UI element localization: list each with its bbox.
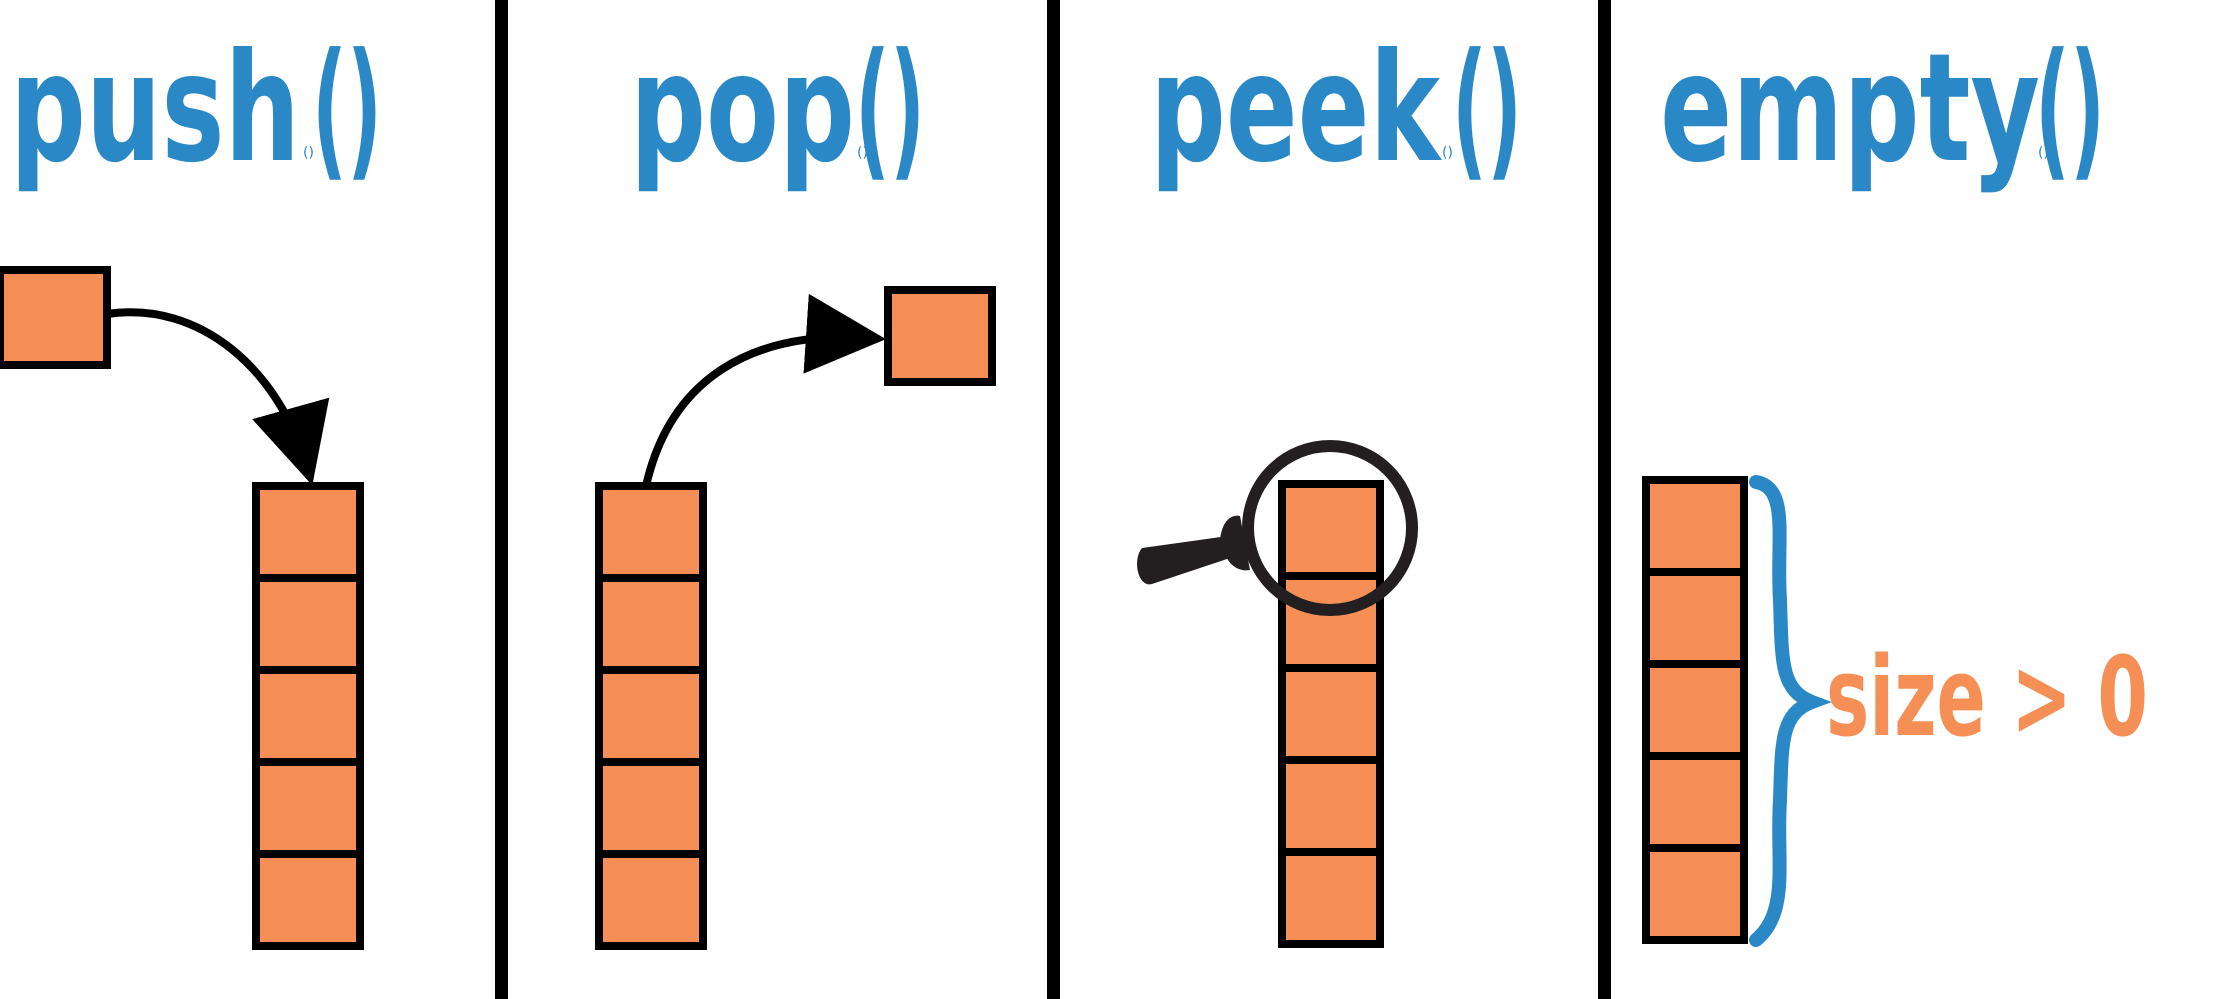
- empty-title-tiny-paren: (): [2038, 145, 2049, 161]
- stack-cell: [1642, 568, 1748, 668]
- pop-outgoing-item: [884, 286, 996, 386]
- stack-cell: [252, 666, 364, 766]
- stack-cell: [252, 850, 364, 950]
- stack-cell: [1642, 752, 1748, 852]
- stack-cell: [1642, 476, 1748, 576]
- empty-stack: [1642, 476, 1748, 944]
- pop-title: pop: [630, 22, 855, 196]
- separator-1: [495, 0, 508, 999]
- separator-3: [1598, 0, 1611, 999]
- peek-stack: [1278, 480, 1384, 948]
- empty-title: empty: [1660, 22, 2040, 196]
- stack-cell: [1642, 660, 1748, 760]
- pop-stack: [595, 482, 707, 950]
- stack-cell: [595, 666, 707, 766]
- stack-cell: [1278, 572, 1384, 672]
- push-incoming-item: [0, 266, 111, 369]
- stack-cell: [1278, 848, 1384, 948]
- panel-peek: peek () (): [1137, 22, 1522, 948]
- push-title-tiny-paren: (): [303, 145, 314, 161]
- brace-icon: [1749, 475, 1832, 947]
- stack-cell: [595, 758, 707, 858]
- arrow-icon: [106, 308, 330, 486]
- stack-cell: [1642, 844, 1748, 944]
- pop-title-tiny-paren: (): [857, 145, 868, 161]
- stack-cell: [252, 482, 364, 582]
- panel-push: push () (): [0, 22, 382, 950]
- push-title-paren: (): [312, 22, 382, 196]
- stack-cell: [252, 574, 364, 674]
- stack-cell: [1278, 664, 1384, 764]
- arrow-icon: [642, 293, 886, 487]
- peek-title-tiny-paren: (): [1442, 145, 1453, 161]
- peek-title-paren: (): [1452, 22, 1522, 196]
- peek-title: peek: [1150, 22, 1442, 196]
- size-condition-label: size > 0: [1826, 633, 2148, 761]
- separator-2: [1047, 0, 1060, 999]
- stack-cell: [595, 850, 707, 950]
- stack-cell: [595, 574, 707, 674]
- empty-title-paren: (): [2035, 22, 2105, 196]
- panel-pop: pop () (): [595, 22, 996, 950]
- push-stack: [252, 482, 364, 950]
- panel-empty: empty () () size > 0: [1642, 22, 2148, 947]
- pop-title-paren: (): [855, 22, 925, 196]
- push-title: push: [10, 22, 300, 196]
- stack-cell: [595, 482, 707, 582]
- magnifier-icon: [1137, 440, 1418, 616]
- stack-cell: [1278, 480, 1384, 580]
- stack-cell: [1278, 756, 1384, 856]
- stack-cell: [252, 758, 364, 858]
